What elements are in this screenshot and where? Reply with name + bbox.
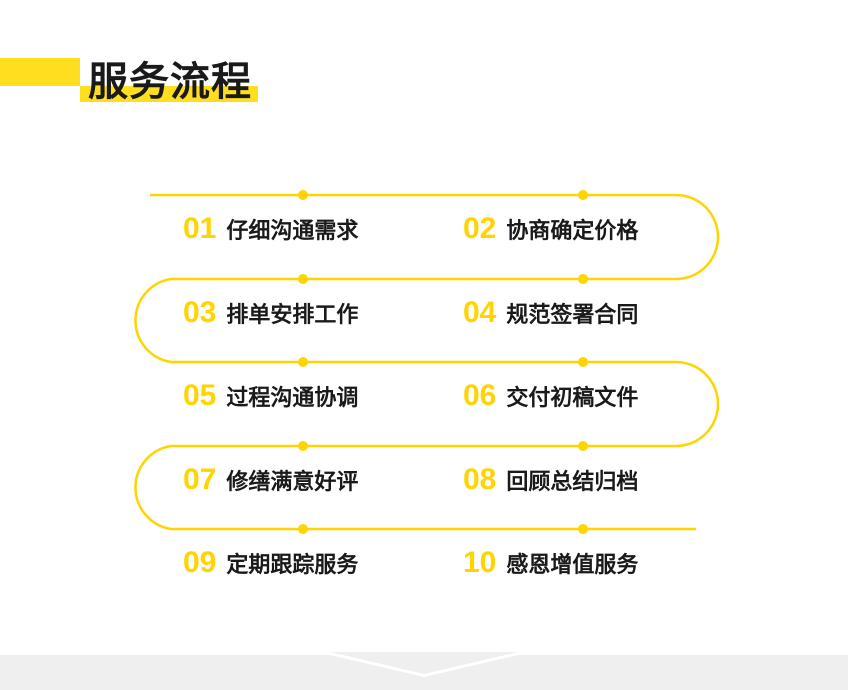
step-08: 08 回顾总结归档 [463,463,638,497]
step-label: 规范签署合同 [506,303,639,328]
title-accent-bar [0,58,80,86]
track-dot [578,190,588,200]
track-dot [298,357,308,367]
step-number: 08 [463,463,497,496]
step-number: 05 [183,379,217,412]
title-highlight [80,86,258,102]
step-number: 10 [463,546,497,579]
step-label: 修缮满意好评 [226,470,359,495]
step-label: 回顾总结归档 [506,470,639,495]
step-label: 感恩增值服务 [506,553,639,578]
step-number: 09 [183,546,217,579]
track-dot [578,441,588,451]
footer-chevron [0,652,848,677]
step-label: 排单安排工作 [226,303,359,328]
step-number: 07 [183,463,217,496]
step-09: 09 定期跟踪服务 [183,546,358,580]
step-07: 07 修缮满意好评 [183,463,358,497]
track-dot [578,357,588,367]
step-label: 协商确定价格 [506,219,639,244]
track-dot [298,274,308,284]
step-label: 仔细沟通需求 [226,219,359,244]
step-number: 03 [183,296,217,329]
step-01: 01 仔细沟通需求 [183,212,358,246]
step-number: 01 [183,212,217,245]
serpentine-path [134,193,720,531]
footer-band [0,652,848,690]
step-10: 10 感恩增值服务 [463,546,638,580]
step-number: 04 [463,296,497,329]
step-label: 定期跟踪服务 [226,553,359,578]
step-number: 02 [463,212,497,245]
step-number: 06 [463,379,497,412]
step-02: 02 协商确定价格 [463,212,638,246]
step-label: 交付初稿文件 [506,386,639,411]
track-dot [578,274,588,284]
step-label: 过程沟通协调 [226,386,359,411]
step-05: 05 过程沟通协调 [183,379,358,413]
page-title: 服务流程 [88,59,252,105]
step-04: 04 规范签署合同 [463,296,638,330]
track-dot [298,190,308,200]
step-06: 06 交付初稿文件 [463,379,638,413]
track-dot [298,441,308,451]
track-dot [298,524,308,534]
track-dot [578,524,588,534]
step-03: 03 排单安排工作 [183,296,358,330]
